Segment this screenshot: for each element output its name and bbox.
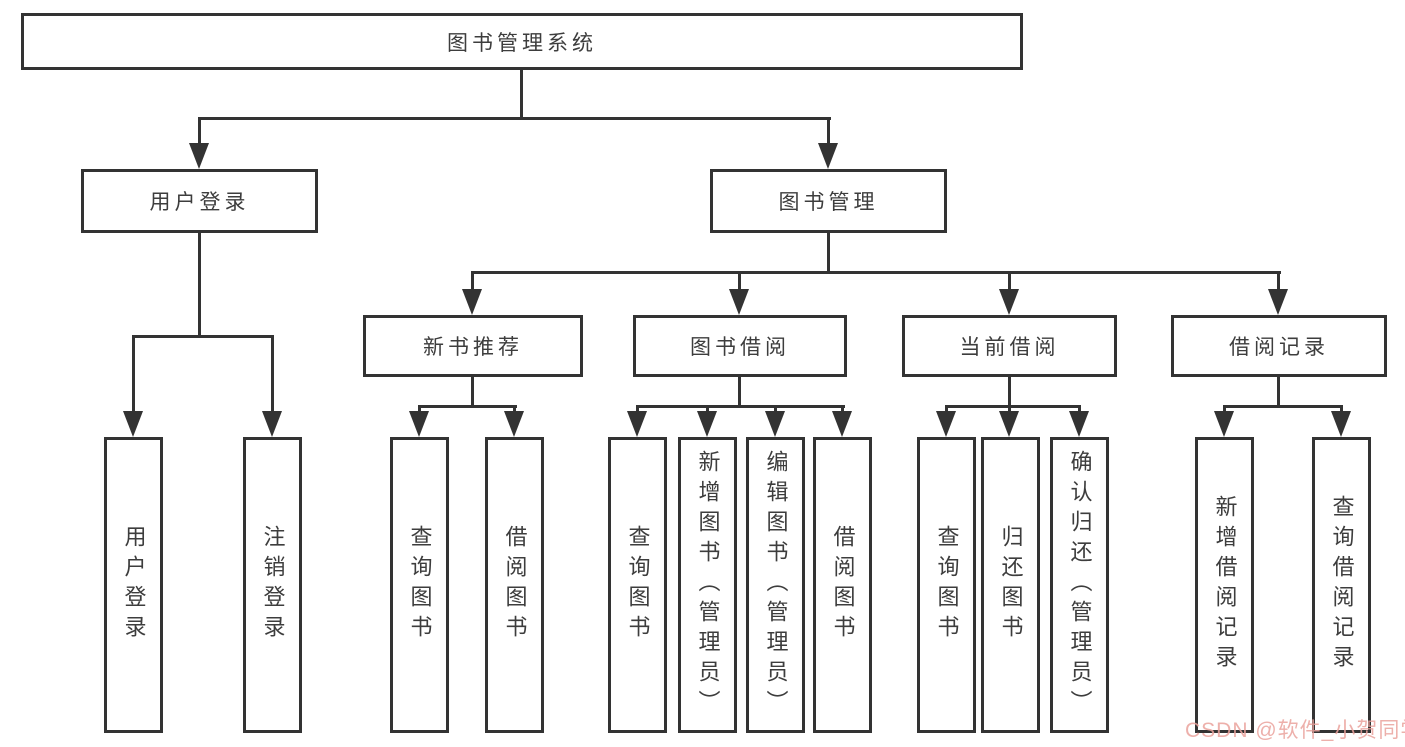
leaf-add-books-admin-label: 新增图书（管理员） bbox=[695, 450, 721, 720]
arrow-down-icon bbox=[729, 289, 749, 315]
leaf-logout: 注销登录 bbox=[243, 437, 302, 733]
connector-new-book-branch bbox=[418, 405, 517, 408]
arrow-down-icon bbox=[123, 411, 143, 437]
node-book-management: 图书管理 bbox=[710, 169, 947, 233]
connector-borrowing-records-branch bbox=[1223, 405, 1343, 408]
connector-drop bbox=[774, 405, 777, 411]
connector-drop bbox=[1223, 405, 1226, 411]
leaf-confirm-return-admin: 确认归还（管理员） bbox=[1050, 437, 1109, 733]
connector-root-stem bbox=[520, 69, 523, 117]
leaf-edit-books-admin-label: 编辑图书（管理员） bbox=[763, 450, 789, 720]
node-current-borrowing: 当前借阅 bbox=[902, 315, 1117, 377]
arrow-down-icon bbox=[999, 289, 1019, 315]
connector-level1-branch bbox=[198, 117, 831, 120]
node-book-borrowing-label: 图书借阅 bbox=[690, 336, 790, 359]
node-library-system: 图书管理系统 bbox=[21, 13, 1023, 70]
connector-drop-leaf-user-login bbox=[132, 335, 135, 411]
connector-drop-new-book bbox=[471, 271, 474, 289]
node-new-book-recommend-label: 新书推荐 bbox=[423, 336, 523, 359]
arrow-down-icon bbox=[1331, 411, 1351, 437]
connector-drop-leaf-logout bbox=[271, 335, 274, 411]
connector-drop bbox=[513, 405, 516, 411]
leaf-logout-label: 注销登录 bbox=[260, 525, 286, 645]
connector-drop-borrowing-records bbox=[1277, 271, 1280, 289]
node-borrowing-records-label: 借阅记录 bbox=[1229, 336, 1329, 359]
leaf-query-books-current-label: 查询图书 bbox=[934, 525, 960, 645]
arrow-down-icon bbox=[697, 411, 717, 437]
connector-book-borrowing-branch bbox=[636, 405, 845, 408]
leaf-query-borrow-record: 查询借阅记录 bbox=[1312, 437, 1371, 733]
connector-borrowing-records-stem bbox=[1277, 377, 1280, 405]
leaf-query-books-recommend-label: 查询图书 bbox=[407, 525, 433, 645]
arrow-down-icon bbox=[1069, 411, 1089, 437]
arrow-down-icon bbox=[504, 411, 524, 437]
node-book-borrowing: 图书借阅 bbox=[633, 315, 847, 377]
connector-current-borrowing-branch bbox=[945, 405, 1081, 408]
arrow-down-icon bbox=[262, 411, 282, 437]
leaf-confirm-return-admin-label: 确认归还（管理员） bbox=[1067, 450, 1093, 720]
connector-drop bbox=[945, 405, 948, 411]
node-user-login-label: 用户登录 bbox=[149, 191, 250, 214]
connector-drop bbox=[418, 405, 421, 411]
arrow-down-icon bbox=[936, 411, 956, 437]
leaf-borrow-books-recommend: 借阅图书 bbox=[485, 437, 544, 733]
leaf-query-borrow-record-label: 查询借阅记录 bbox=[1329, 495, 1355, 675]
connector-drop bbox=[1340, 405, 1343, 411]
arrow-down-icon bbox=[999, 411, 1019, 437]
connector-level3-branch bbox=[471, 271, 1281, 274]
arrow-down-icon bbox=[1268, 289, 1288, 315]
arrow-down-icon bbox=[765, 411, 785, 437]
leaf-add-borrow-record-label: 新增借阅记录 bbox=[1212, 495, 1238, 675]
leaf-edit-books-admin: 编辑图书（管理员） bbox=[746, 437, 805, 733]
leaf-query-books-borrowing-label: 查询图书 bbox=[625, 525, 651, 645]
arrow-down-icon bbox=[818, 143, 838, 169]
arrow-down-icon bbox=[832, 411, 852, 437]
watermark: CSDN @软件_小贺同学 bbox=[1185, 719, 1405, 742]
connector-user-login-branch bbox=[132, 335, 273, 338]
leaf-add-books-admin: 新增图书（管理员） bbox=[678, 437, 737, 733]
node-current-borrowing-label: 当前借阅 bbox=[959, 336, 1060, 359]
node-borrowing-records: 借阅记录 bbox=[1171, 315, 1387, 377]
connector-drop bbox=[1078, 405, 1081, 411]
leaf-user-login-label: 用户登录 bbox=[121, 525, 147, 645]
leaf-add-borrow-record: 新增借阅记录 bbox=[1195, 437, 1254, 733]
connector-drop-user-login bbox=[198, 117, 201, 143]
node-library-system-label: 图书管理系统 bbox=[447, 31, 597, 55]
leaf-query-books-current: 查询图书 bbox=[917, 437, 976, 733]
connector-book-borrowing-stem bbox=[738, 377, 741, 405]
connector-book-management-stem bbox=[827, 232, 830, 271]
node-book-management-label: 图书管理 bbox=[778, 191, 879, 214]
connector-user-login-stem bbox=[198, 232, 201, 335]
node-user-login: 用户登录 bbox=[81, 169, 318, 233]
leaf-return-books: 归还图书 bbox=[981, 437, 1040, 733]
leaf-borrow-books-recommend-label: 借阅图书 bbox=[502, 525, 528, 645]
connector-drop-book-borrowing bbox=[738, 271, 741, 289]
arrow-down-icon bbox=[627, 411, 647, 437]
arrow-down-icon bbox=[462, 289, 482, 315]
arrow-down-icon bbox=[1214, 411, 1234, 437]
arrow-down-icon bbox=[189, 143, 209, 169]
leaf-borrow-books-label: 借阅图书 bbox=[830, 525, 856, 645]
connector-drop bbox=[1008, 405, 1011, 411]
connector-drop-current-borrowing bbox=[1008, 271, 1011, 289]
leaf-borrow-books: 借阅图书 bbox=[813, 437, 872, 733]
arrow-down-icon bbox=[409, 411, 429, 437]
connector-drop-book-management bbox=[827, 117, 830, 143]
leaf-query-books-borrowing: 查询图书 bbox=[608, 437, 667, 733]
leaf-return-books-label: 归还图书 bbox=[998, 525, 1024, 645]
connector-drop bbox=[636, 405, 639, 411]
node-new-book-recommend: 新书推荐 bbox=[363, 315, 583, 377]
leaf-user-login: 用户登录 bbox=[104, 437, 163, 733]
leaf-query-books-recommend: 查询图书 bbox=[390, 437, 449, 733]
connector-new-book-stem bbox=[471, 377, 474, 405]
connector-drop bbox=[706, 405, 709, 411]
connector-current-borrowing-stem bbox=[1008, 377, 1011, 405]
connector-drop bbox=[841, 405, 844, 411]
